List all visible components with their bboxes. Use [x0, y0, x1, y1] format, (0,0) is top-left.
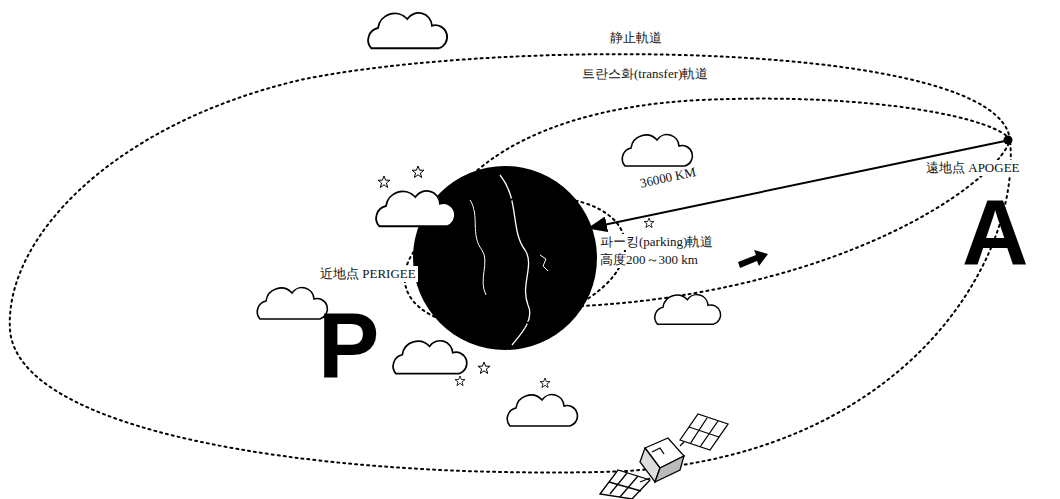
- orbit-label: 트란스화(transfer)軌道: [580, 66, 710, 82]
- point-letter: P: [318, 300, 379, 392]
- apogee-dot: [1004, 136, 1013, 145]
- distance-label: 36000 KM: [637, 164, 700, 192]
- point-letter: A: [962, 186, 1028, 278]
- orbit-label: 파ー킹(parking)軌道: [598, 234, 715, 250]
- cloud: [376, 191, 455, 226]
- star: [644, 218, 654, 228]
- point-label: 遠地点 APOGEE: [924, 160, 1022, 176]
- cloud: [655, 295, 721, 324]
- satellite: [600, 414, 728, 499]
- direction-arrow: [738, 250, 768, 268]
- orbit-label: 静止軌道: [608, 30, 664, 46]
- star: [412, 166, 424, 178]
- altitude-label: 高度200～300 km: [598, 252, 700, 268]
- star: [455, 376, 465, 386]
- star: [478, 362, 490, 374]
- cloud: [622, 135, 692, 166]
- star: [378, 176, 390, 188]
- earth: [413, 166, 597, 350]
- cloud: [257, 288, 327, 319]
- cloud: [368, 13, 447, 48]
- perigee-dot: [426, 271, 434, 279]
- point-label: 近地点 PERIGEE: [318, 266, 418, 282]
- star: [540, 378, 550, 388]
- distance-line: [589, 141, 1005, 228]
- geostationary-orbit: [10, 54, 1011, 472]
- cloud: [393, 341, 467, 374]
- cloud: [507, 395, 577, 426]
